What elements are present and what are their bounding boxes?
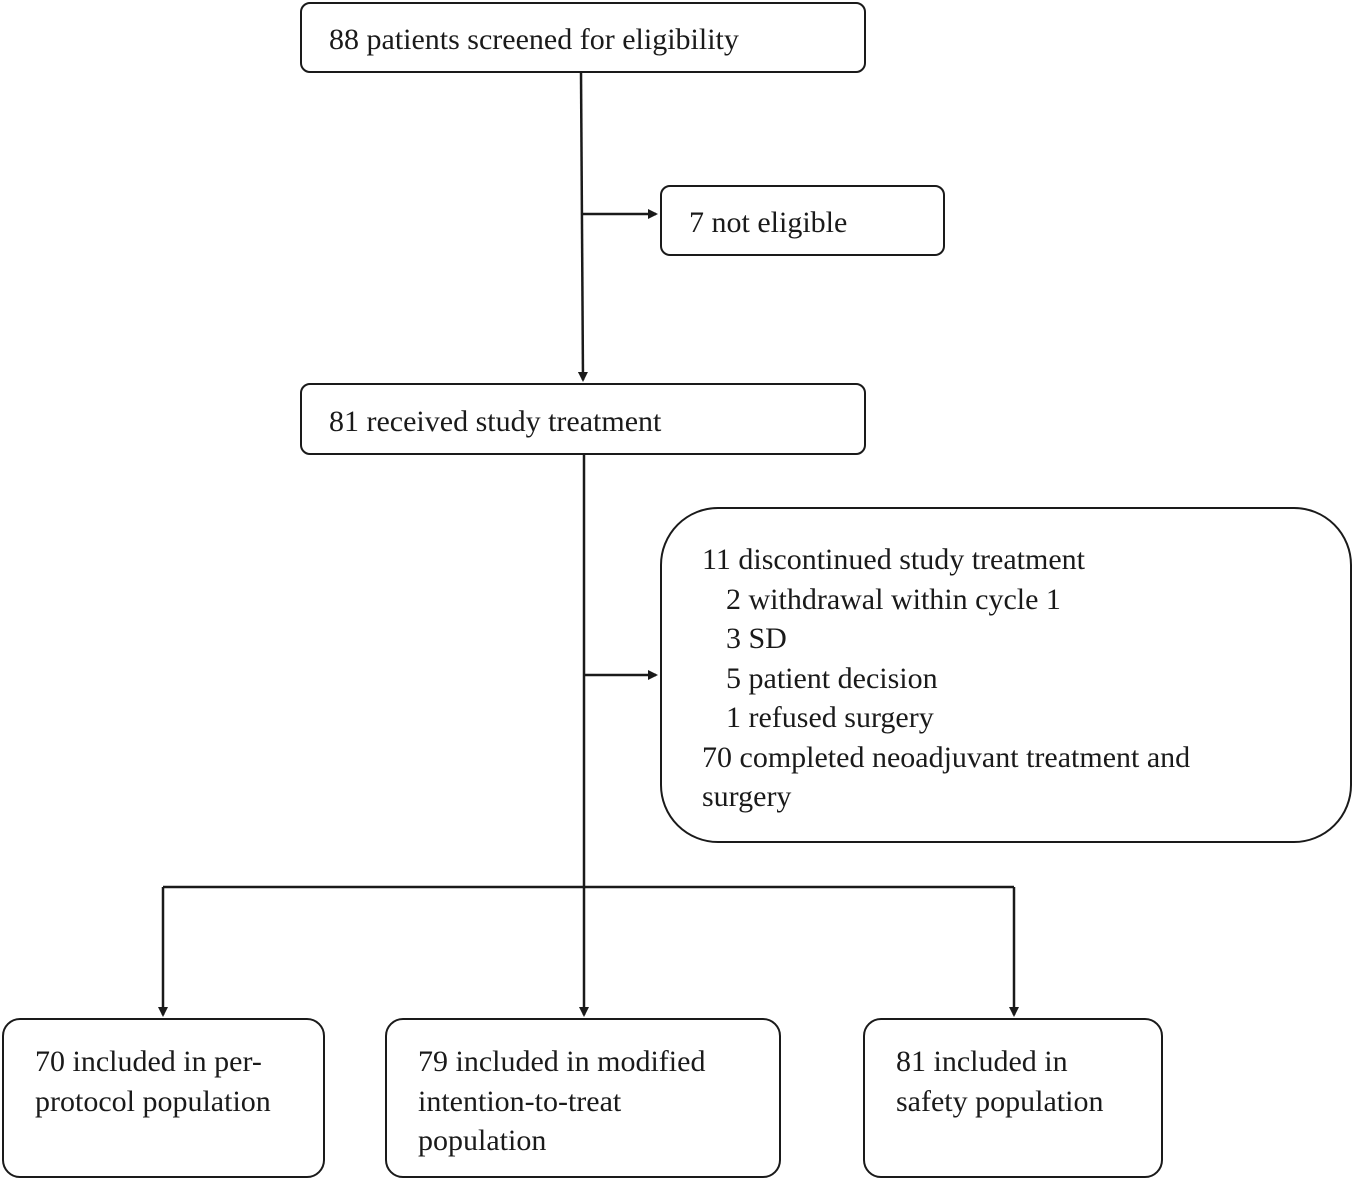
discontinued-header: 11 discontinued study treatment bbox=[702, 543, 1085, 576]
mitt-line-2: intention-to-treat bbox=[418, 1084, 622, 1118]
not-eligible-box: 7 not eligible bbox=[660, 185, 945, 256]
screened-box: 88 patients screened for eligibility bbox=[300, 2, 866, 73]
arrow-screened-to-received bbox=[577, 71, 588, 382]
safety-box: 81 included in safety population bbox=[863, 1018, 1163, 1178]
reason-sd: 3 SD bbox=[726, 622, 787, 655]
completed-line-1: 70 completed neoadjuvant treatment and bbox=[702, 740, 1191, 774]
reason-patient-decision: 5 patient decision bbox=[726, 661, 938, 695]
discontinued-box: 11 discontinued study treatment 2 withdr… bbox=[660, 507, 1352, 843]
mitt-box: 79 included in modified intention-to-tre… bbox=[385, 1018, 781, 1178]
mitt-line-1: 79 included in modified bbox=[418, 1045, 706, 1078]
reason-withdrawal: 2 withdrawal within cycle 1 bbox=[726, 582, 1061, 616]
per-protocol-box: 70 included in per- protocol population bbox=[2, 1018, 325, 1178]
per-protocol-line-2: protocol population bbox=[35, 1084, 271, 1118]
safety-line-1: 81 included in bbox=[896, 1045, 1068, 1078]
per-protocol-line-1: 70 included in per- bbox=[35, 1045, 262, 1078]
reason-refused-surgery: 1 refused surgery bbox=[726, 701, 934, 734]
received-box: 81 received study treatment bbox=[300, 383, 866, 455]
safety-line-2: safety population bbox=[896, 1084, 1104, 1118]
completed-line-2: surgery bbox=[702, 780, 792, 813]
mitt-line-3: population bbox=[418, 1124, 547, 1157]
screened-text: 88 patients screened for eligibility bbox=[329, 23, 739, 56]
not-eligible-text: 7 not eligible bbox=[689, 206, 848, 239]
received-text: 81 received study treatment bbox=[329, 405, 662, 438]
